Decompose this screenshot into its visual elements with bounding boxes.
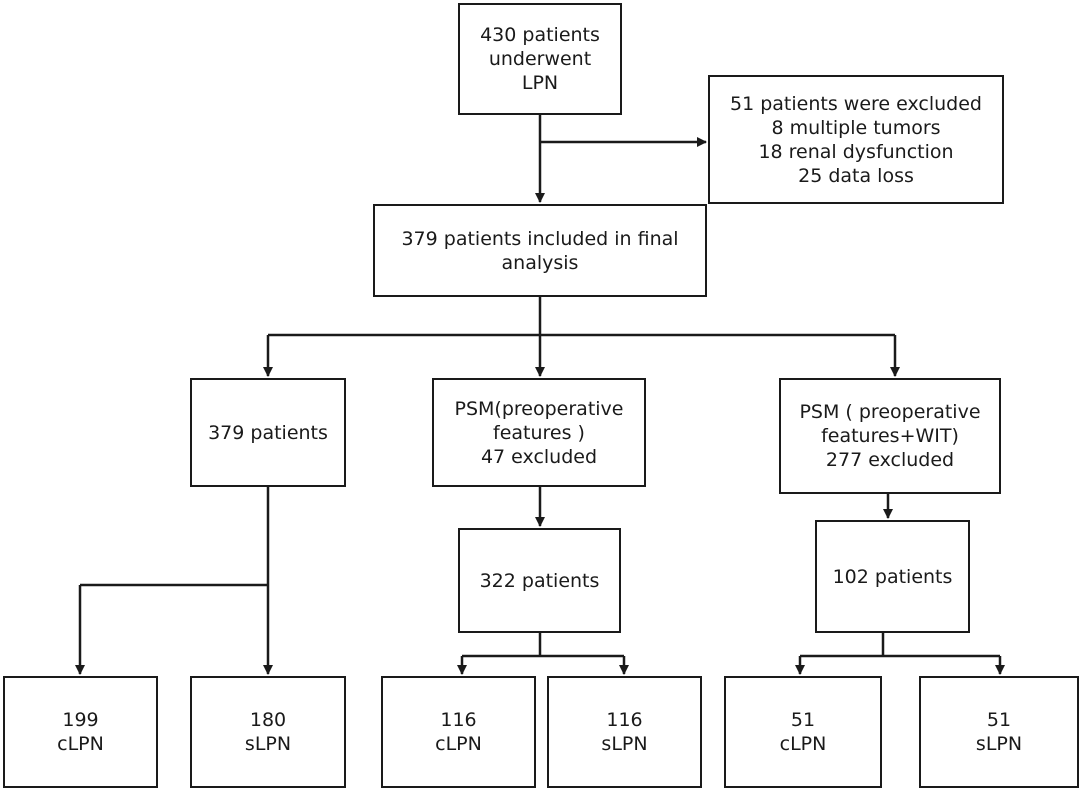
right-psm-line-3: 277 excluded bbox=[825, 449, 955, 471]
left-group-box: 379 patients bbox=[190, 378, 346, 487]
excluded-line-4: 25 data loss bbox=[798, 164, 914, 187]
right-psm-box: PSM ( preoperative features+WIT) 277 exc… bbox=[779, 378, 1001, 494]
mid-group-label: 322 patients bbox=[479, 569, 600, 592]
mid-group-box: 322 patients bbox=[458, 528, 621, 633]
mid-slpn-count: 116 bbox=[606, 709, 643, 731]
included-line-1: 379 patients included in final bbox=[401, 227, 679, 250]
right-slpn-label: sLPN bbox=[975, 733, 1023, 755]
mid-psm-line-1: PSM(preoperative bbox=[454, 397, 624, 420]
left-group-label: 379 patients bbox=[208, 421, 328, 444]
left-slpn-box: 180 sLPN bbox=[190, 676, 346, 788]
right-psm-line-2: features+WIT) bbox=[821, 425, 959, 447]
left-clpn-count: 199 bbox=[62, 709, 99, 731]
right-group-label: 102 patients bbox=[832, 565, 953, 588]
included-line-2: analysis bbox=[501, 251, 579, 274]
mid-clpn-count: 116 bbox=[440, 709, 477, 731]
right-clpn-label: cLPN bbox=[779, 733, 827, 755]
right-group-box: 102 patients bbox=[815, 520, 970, 633]
included-analysis-box: 379 patients included in final analysis bbox=[373, 204, 707, 297]
left-clpn-label: cLPN bbox=[57, 733, 104, 755]
right-slpn-count: 51 bbox=[986, 709, 1012, 731]
mid-psm-line-3: 47 excluded bbox=[480, 445, 598, 468]
excluded-patients-box: 51 patients were excluded 8 multiple tum… bbox=[708, 75, 1004, 204]
excluded-line-1: 51 patients were excluded bbox=[730, 92, 982, 115]
start-line-1: 430 patients bbox=[480, 24, 600, 46]
mid-slpn-label: sLPN bbox=[601, 733, 648, 755]
mid-slpn-box: 116 sLPN bbox=[547, 676, 702, 788]
left-slpn-label: sLPN bbox=[244, 733, 292, 755]
start-patients-box: 430 patients underwent LPN bbox=[458, 3, 622, 115]
excluded-line-3: 18 renal dysfunction bbox=[758, 140, 954, 163]
right-slpn-box: 51 sLPN bbox=[919, 676, 1079, 788]
right-clpn-count: 51 bbox=[790, 709, 816, 731]
right-psm-line-1: PSM ( preoperative bbox=[799, 401, 981, 423]
mid-psm-box: PSM(preoperative features ) 47 excluded bbox=[432, 378, 646, 487]
start-line-3: LPN bbox=[521, 72, 559, 94]
excluded-line-2: 8 multiple tumors bbox=[771, 116, 941, 139]
left-slpn-count: 180 bbox=[249, 709, 287, 731]
mid-clpn-box: 116 cLPN bbox=[381, 676, 536, 788]
mid-psm-line-2: features ) bbox=[493, 421, 585, 444]
left-clpn-box: 199 cLPN bbox=[3, 676, 158, 788]
right-clpn-box: 51 cLPN bbox=[724, 676, 882, 788]
mid-clpn-label: cLPN bbox=[435, 733, 482, 755]
start-line-2: underwent bbox=[488, 48, 592, 70]
